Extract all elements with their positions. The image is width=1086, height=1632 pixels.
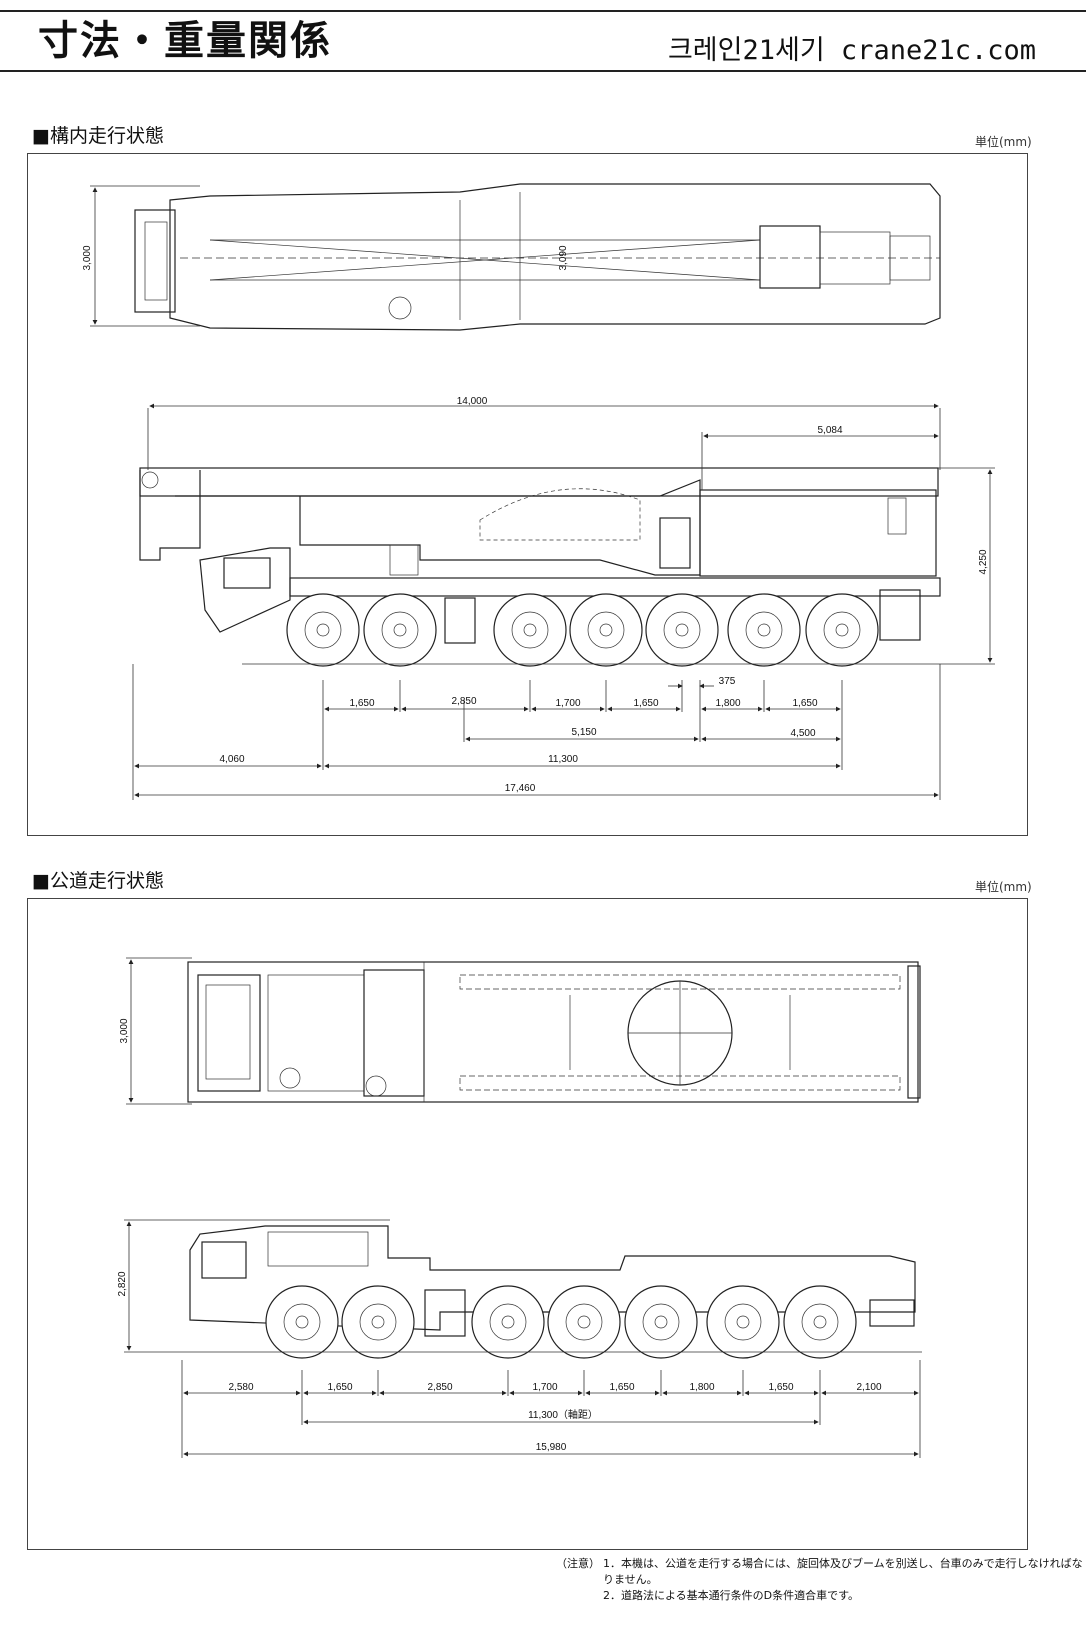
dim-text: 2,820 bbox=[117, 1271, 128, 1296]
wheels-road bbox=[265, 1285, 857, 1359]
carrier-top-view-road bbox=[187, 961, 921, 1103]
section1-title: ■構内走行状態 bbox=[32, 125, 164, 147]
dim-text: 1,700 bbox=[532, 1382, 557, 1393]
dim-text: 1,650 bbox=[768, 1382, 793, 1393]
dim-text: 1,650 bbox=[633, 698, 658, 709]
dim-text: 1,650 bbox=[349, 698, 374, 709]
dim-text: 4,060 bbox=[219, 754, 244, 765]
notes-heading: （注意） bbox=[556, 1557, 600, 1570]
dim-text: 2,580 bbox=[228, 1382, 253, 1393]
dim-text: 1,800 bbox=[715, 698, 740, 709]
dim-text: 3,000 bbox=[82, 245, 93, 270]
dim-text: 1,800 bbox=[689, 1382, 714, 1393]
crane-top-view-working bbox=[134, 183, 941, 331]
dim-text: 4,250 bbox=[978, 549, 989, 574]
top-view-height-dim: 3,000 3,090 bbox=[82, 185, 569, 327]
dim-text: 17,460 bbox=[505, 783, 536, 794]
dim-text: 1,700 bbox=[555, 698, 580, 709]
dim-text: 3,000 bbox=[119, 1018, 130, 1043]
page-title: 寸法・重量関係 bbox=[38, 18, 332, 64]
dim-text: 2,850 bbox=[451, 696, 476, 707]
dim-text: 2,850 bbox=[427, 1382, 452, 1393]
section1-unit: 単位(mm) bbox=[975, 135, 1032, 149]
dim-text: 2,100 bbox=[856, 1382, 881, 1393]
section2-panel bbox=[27, 898, 1028, 1550]
dim-text: 5,084 bbox=[817, 425, 842, 436]
dim-text: 375 bbox=[719, 676, 736, 687]
side-view-dimensions-working: 14,000 5,084 4,250 1,650 2,850 1,700 1,6… bbox=[132, 396, 995, 800]
wheels-working bbox=[286, 593, 879, 667]
dim-text: 11,300 bbox=[548, 754, 578, 765]
dim-text: 1,650 bbox=[792, 698, 817, 709]
dim-text: 11,300（軸距） bbox=[528, 1408, 598, 1421]
carrier-side-view-road bbox=[189, 1225, 916, 1337]
brand-watermark: 크레인21세기 crane21c.com bbox=[667, 35, 1036, 66]
dim-text: 1,650 bbox=[609, 1382, 634, 1393]
header-top-rule bbox=[0, 10, 1086, 12]
dim-text: 14,000 bbox=[457, 396, 488, 407]
dim-text: 1,650 bbox=[327, 1382, 352, 1393]
section1-panel bbox=[27, 153, 1028, 836]
road-top-view-height-dim: 3,000 bbox=[119, 957, 192, 1105]
dim-text: 15,980 bbox=[536, 1442, 567, 1453]
section2-unit: 単位(mm) bbox=[975, 880, 1032, 894]
side-view-dimensions-road: 2,820 2,580 1,650 2,850 1,700 1,650 1,80… bbox=[117, 1219, 922, 1458]
section2-title: ■公道走行状態 bbox=[32, 870, 164, 892]
dim-text: 3,090 bbox=[558, 245, 569, 270]
note-1: 1．本機は、公道を走行する場合には、旋回体及びブームを別送し、台車のみで走行しな… bbox=[603, 1557, 1083, 1586]
dim-text: 4,500 bbox=[790, 728, 815, 739]
dim-text: 5,150 bbox=[571, 727, 596, 738]
header-bottom-rule bbox=[0, 70, 1086, 72]
note-2: 2．道路法による基本通行条件のD条件適合車です。 bbox=[603, 1589, 860, 1602]
